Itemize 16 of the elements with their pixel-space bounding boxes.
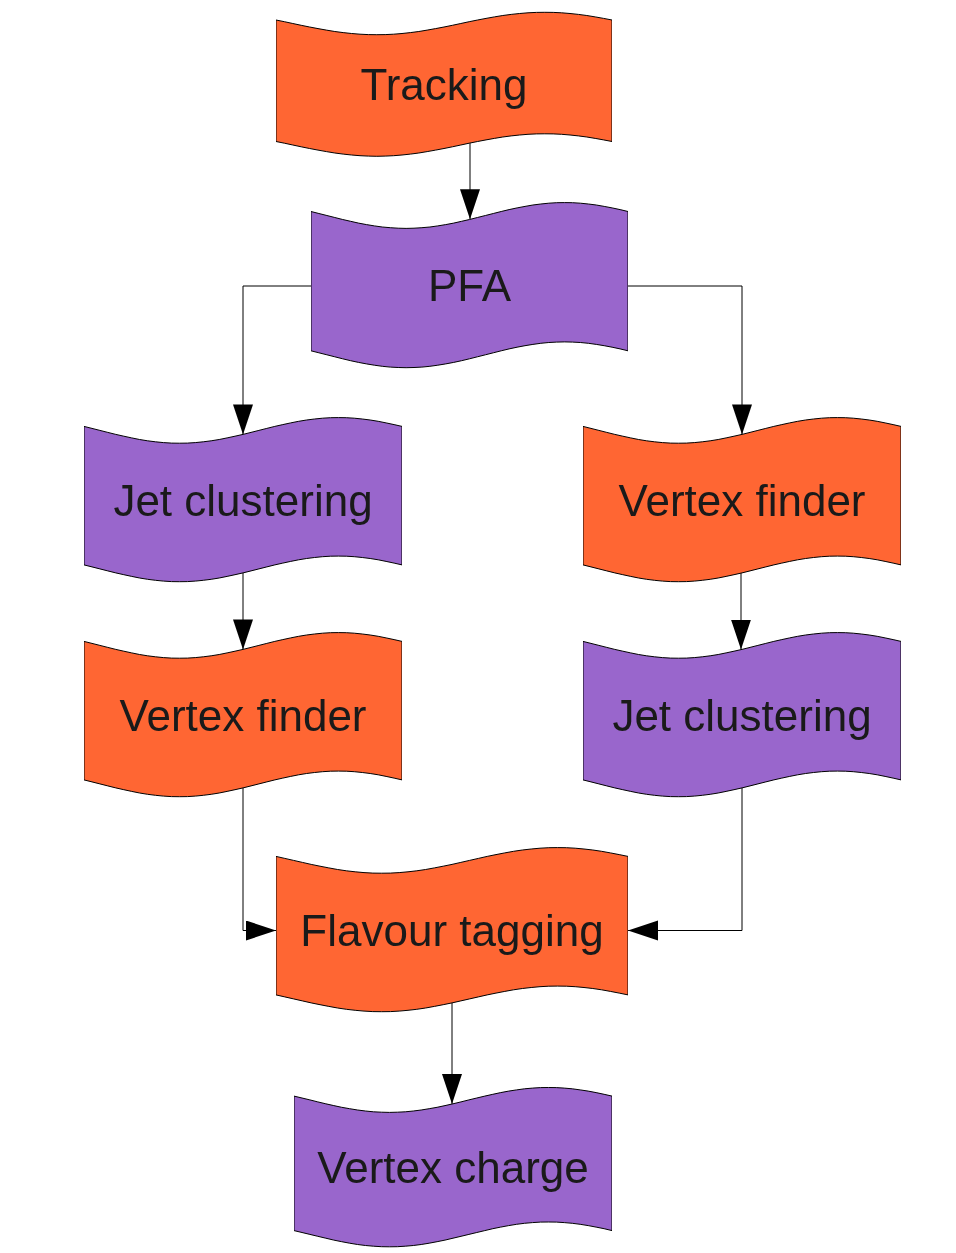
node-label: Vertex finder [118, 690, 368, 741]
arrow [627, 787, 743, 941]
node-label: Jet clustering [112, 475, 374, 526]
node-label: Tracking [359, 60, 529, 110]
arrow [233, 285, 312, 435]
arrow [233, 572, 253, 650]
node-label: Vertex finder [617, 475, 867, 526]
arrow [627, 285, 752, 435]
arrow [731, 572, 751, 651]
node-label: PFA [426, 261, 513, 311]
arrow [442, 1002, 462, 1105]
node-label: Vertex charge [316, 1143, 590, 1193]
node-label: Flavour tagging [299, 905, 605, 956]
arrow [242, 787, 277, 941]
node-label: Jet clustering [611, 690, 873, 741]
arrow [460, 142, 480, 220]
